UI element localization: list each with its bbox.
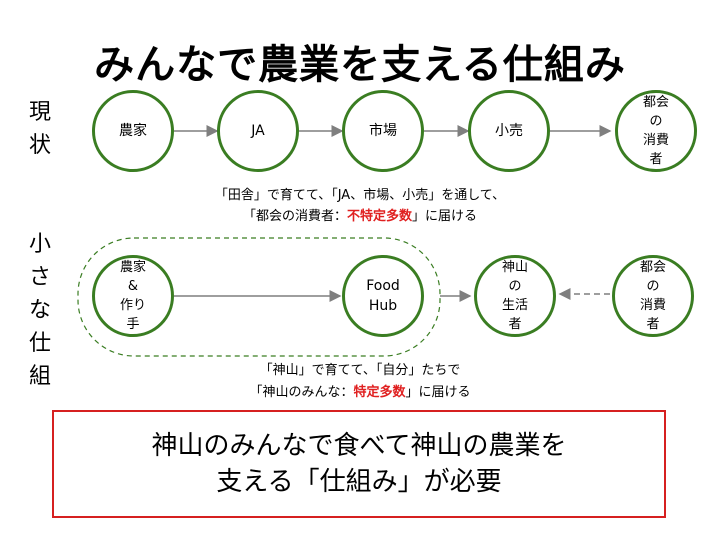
node-retail: 小売 xyxy=(468,90,550,172)
emphasis-specified-many: 特定多数 xyxy=(353,385,406,400)
node-farmer-maker: 農家 & 作り 手 xyxy=(92,255,174,337)
node-market: 市場 xyxy=(342,90,424,172)
conclusion-line2: 支える「仕組み」が必要 xyxy=(216,467,502,497)
slide-title: みんなで農業を支える仕組み xyxy=(94,42,626,88)
node-farmer: 農家 xyxy=(92,90,174,172)
node-ja: JA xyxy=(217,90,299,172)
row-label-small-system: 小 さ な 仕 組 xyxy=(28,232,51,389)
row2-caption-line2: 「神山のみんな：特定多数」に届ける xyxy=(249,385,471,400)
conclusion-line1: 神山のみんなで食べて神山の農業を xyxy=(151,431,567,461)
node-urban-consumer-2: 都会 の 消費 者 xyxy=(612,255,694,337)
row-label-current: 現 状 xyxy=(28,100,51,158)
node-kamiyama-residents: 神山 の 生活 者 xyxy=(474,255,556,337)
row2-caption-line1: 「神山」で育てて、「自分」たちで xyxy=(259,363,461,378)
conclusion-box: 神山のみんなで食べて神山の農業を 支える「仕組み」が必要 xyxy=(52,410,666,518)
node-food-hub: Food Hub xyxy=(342,255,424,337)
row1-caption-line1: 「田舎」で育てて、「JA、市場、小売」を通して、 xyxy=(214,188,506,203)
row1-caption-line2: 「都会の消費者：不特定多数」に届ける xyxy=(242,209,478,224)
emphasis-unspecified-many: 不特定多数 xyxy=(346,209,412,224)
node-urban-consumer: 都会 の 消費 者 xyxy=(615,90,697,172)
